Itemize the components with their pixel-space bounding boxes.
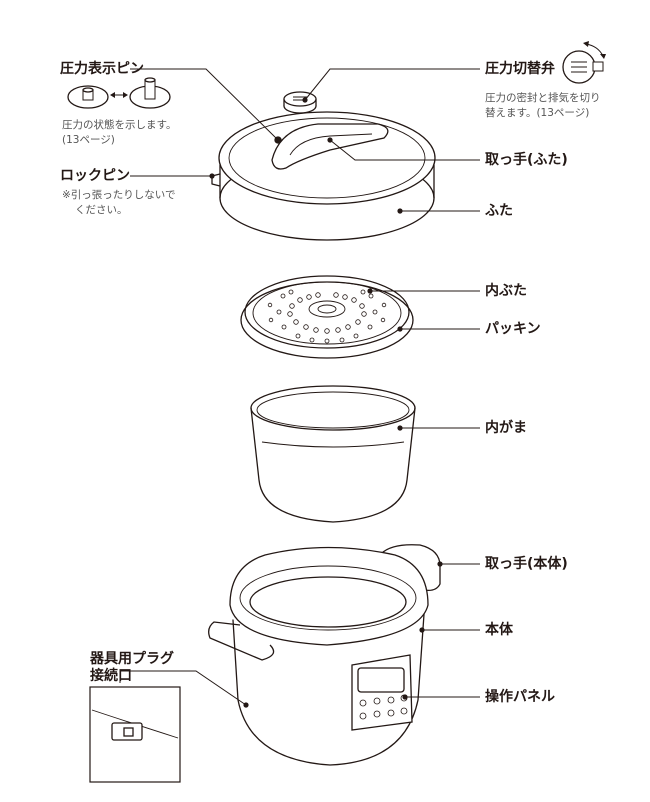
lid-label: ふた: [485, 203, 513, 219]
lock-pin-label: ロックピン: [60, 168, 130, 184]
main-body-illustration: [208, 544, 441, 766]
plug-socket-label-line1: 器具用プラグ: [90, 651, 174, 667]
inner-lid-illustration: [240, 275, 414, 359]
pressure-pin-page-ref: (13ページ): [62, 134, 115, 146]
plug-socket-label-line2: 接続口: [90, 668, 132, 684]
pressure-pin-label: 圧力表示ピン: [60, 61, 144, 77]
packing-label: パッキン: [485, 321, 541, 337]
switch-valve-label: 圧力切替弁: [485, 61, 555, 77]
lid-handle-label: 取っ手(ふた): [485, 152, 568, 168]
switch-valve-note-line1: 圧力の密封と排気を切り: [485, 92, 601, 104]
body-label: 本体: [485, 622, 513, 638]
pressure-pin-note: 圧力の状態を示します。: [62, 119, 177, 131]
body-handle-label: 取っ手(本体): [485, 556, 568, 572]
switch-valve-detail-icon: [562, 41, 606, 84]
inner-pot-illustration: [250, 385, 416, 523]
switch-valve-note-line2: 替えます。(13ページ): [485, 107, 590, 119]
inner-pot-label: 内がま: [485, 420, 527, 436]
leader-lines: [119, 68, 480, 706]
plug-socket-inset: [89, 686, 181, 783]
control-panel-label: 操作パネル: [485, 689, 555, 705]
inner-lid-label: 内ぶた: [485, 283, 527, 299]
lock-pin-note-line2: ください。: [75, 204, 128, 216]
lock-pin-note-line1: ※引っ張ったりしないで: [62, 189, 176, 201]
lid-illustration: [211, 91, 436, 241]
pressure-pin-detail-icon: [67, 77, 171, 109]
leader-dots: [209, 97, 443, 708]
